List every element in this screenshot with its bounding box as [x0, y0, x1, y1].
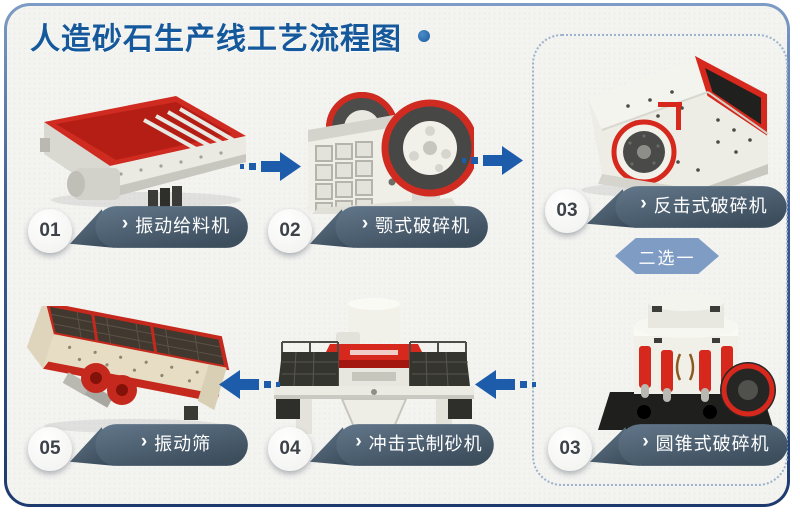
impact-sand-maker-image	[266, 296, 481, 436]
impact-crusher-image	[558, 42, 786, 200]
arrow-left-step4-icon	[218, 366, 280, 404]
step-label: 冲击式制砂机	[368, 434, 483, 454]
choice-group-box	[532, 34, 788, 486]
arrow-right-step1-icon	[240, 148, 302, 186]
step-number: 02	[268, 209, 312, 253]
step-tag-vibrating-feeder: 01 › 振动给料机	[28, 202, 250, 254]
chevron-icon: ›	[140, 431, 149, 452]
step-number: 04	[268, 427, 312, 471]
step-number: 03	[545, 189, 589, 233]
page-title: 人造砂石生产线工艺流程图	[30, 23, 402, 56]
title-row: 人造砂石生产线工艺流程图	[30, 14, 430, 58]
jaw-crusher-image	[292, 72, 474, 216]
step-label: 反击式破碎机	[653, 196, 768, 216]
step-label: 振动筛	[154, 434, 212, 454]
step-number: 05	[28, 427, 72, 471]
step-number: 03	[548, 427, 592, 471]
step-label-banner: › 反击式破碎机	[587, 184, 789, 230]
step-number: 01	[28, 209, 72, 253]
step-tag-impact-sand-maker: 04 › 冲击式制砂机	[268, 420, 496, 472]
step-label-banner: › 冲击式制砂机	[310, 422, 496, 468]
vibrating-screen-image	[24, 306, 240, 434]
choice-badge: 二选一	[615, 238, 719, 274]
step-tag-vibrating-screen: 05 › 振动筛	[28, 420, 250, 472]
step-label: 颚式破碎机	[375, 216, 471, 236]
step-label-banner: › 圆锥式破碎机	[590, 422, 790, 468]
step-tag-jaw-crusher: 02 › 颚式破碎机	[268, 202, 490, 254]
chevron-icon: ›	[642, 431, 650, 452]
step-label-banner: › 振动筛	[70, 422, 250, 468]
step-label: 振动给料机	[135, 216, 231, 236]
cone-crusher-image	[592, 288, 782, 433]
step-label: 圆锥式破碎机	[655, 434, 770, 454]
title-dot-icon	[418, 30, 430, 42]
vibrating-feeder-image	[26, 82, 252, 210]
chevron-icon: ›	[361, 213, 370, 234]
arrow-right-step2-icon	[462, 142, 524, 180]
arrow-left-step3-icon	[474, 366, 536, 404]
chevron-icon: ›	[355, 431, 363, 452]
step-tag-impact-crusher: 03 › 反击式破碎机	[545, 182, 789, 234]
chevron-icon: ›	[640, 193, 648, 214]
step-tag-cone-crusher: 03 › 圆锥式破碎机	[548, 420, 790, 472]
choice-label: 二选一	[638, 248, 696, 268]
chevron-icon: ›	[121, 213, 130, 234]
step-label-banner: › 振动给料机	[70, 204, 250, 250]
step-label-banner: › 颚式破碎机	[310, 204, 490, 250]
